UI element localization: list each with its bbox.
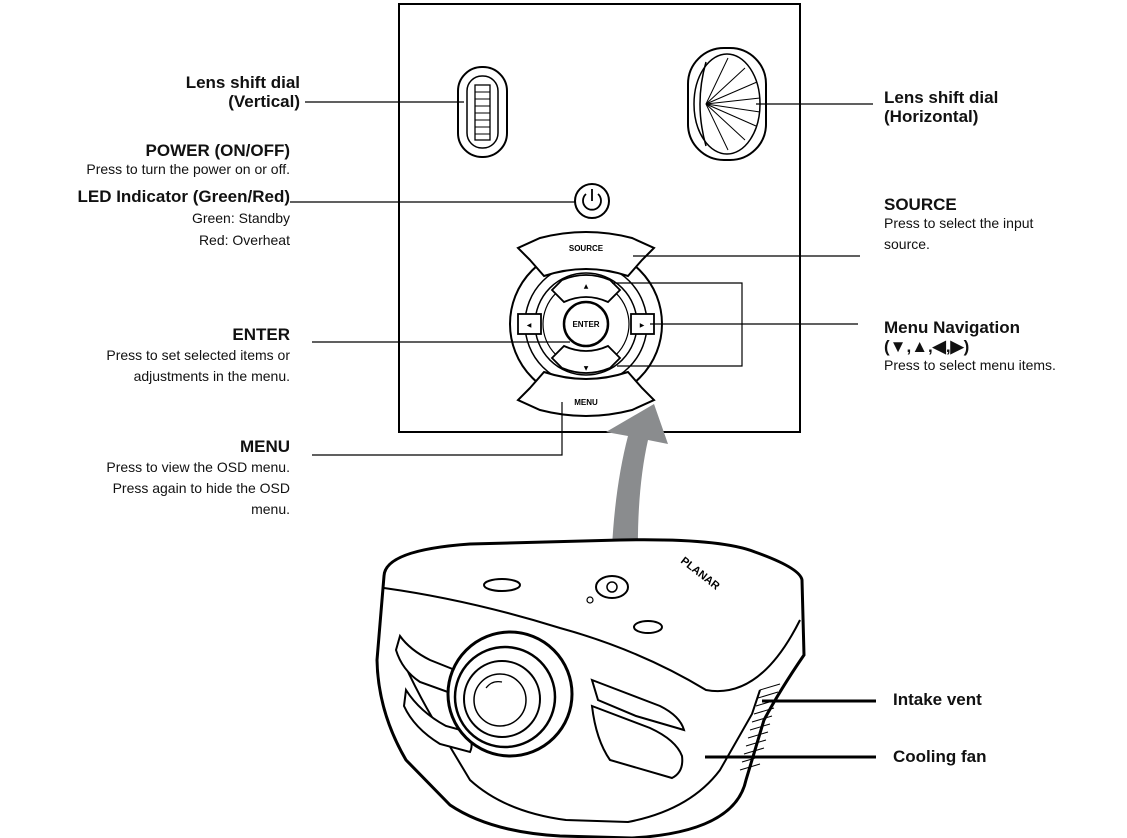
intake-title: Intake vent — [893, 690, 982, 709]
led-title: LED Indicator (Green/Red) — [77, 187, 290, 206]
nav-title-1: Menu Navigation — [884, 318, 1021, 337]
right-key-glyph: ▶ — [640, 322, 645, 329]
power-title: POWER (ON/OFF) — [145, 141, 290, 160]
source-key-label: SOURCE — [569, 244, 604, 253]
menu-description-3: menu. — [251, 501, 290, 517]
label-led-indicator: LED Indicator (Green/Red) Green: Standby… — [0, 187, 290, 250]
lens-horizontal-title-2: (Horizontal) — [884, 107, 979, 126]
enter-title: ENTER — [232, 325, 290, 344]
label-cooling-fan: Cooling fan — [893, 747, 1093, 766]
leader-lines-bottom — [705, 699, 876, 759]
label-source: SOURCE Press to select the input source. — [884, 195, 1124, 254]
source-title: SOURCE — [884, 195, 957, 214]
enter-key[interactable]: ENTER — [562, 300, 610, 348]
enter-key-label: ENTER — [572, 320, 599, 329]
source-description-2: source. — [884, 236, 930, 252]
menu-description-2: Press again to hide the OSD — [112, 480, 290, 496]
projector-top-knob — [633, 620, 663, 634]
enter-description-2: adjustments in the menu. — [133, 368, 290, 384]
led-green-state: Green: Standby — [191, 210, 290, 226]
projector-body — [375, 538, 806, 838]
lens-shift-vertical-dial[interactable] — [457, 66, 508, 158]
label-intake-vent: Intake vent — [893, 690, 1093, 709]
down-key[interactable]: ▼ — [550, 344, 622, 374]
label-lens-shift-vertical: Lens shift dial (Vertical) — [60, 73, 300, 111]
source-key[interactable]: SOURCE — [516, 231, 656, 278]
lens-horizontal-title-1: Lens shift dial — [884, 88, 999, 107]
down-key-glyph: ▼ — [584, 365, 589, 372]
up-key-glyph: ▲ — [584, 283, 589, 290]
lens-vertical-title-2: (Vertical) — [228, 92, 300, 111]
projector-top-dial — [483, 578, 521, 592]
fan-title: Cooling fan — [893, 747, 987, 766]
power-description: Press to turn the power on or off. — [86, 161, 290, 177]
leader-menu — [312, 402, 563, 456]
menu-key-label: MENU — [574, 398, 598, 407]
label-lens-shift-horizontal: Lens shift dial (Horizontal) — [884, 88, 1124, 126]
nav-title-2: (▼,▲,◀,▶) — [884, 337, 970, 356]
nav-description: Press to select menu items. — [884, 357, 1056, 373]
source-description-1: Press to select the input — [884, 215, 1034, 231]
enter-description-1: Press to set selected items or — [106, 347, 290, 363]
lens-shift-horizontal-dial[interactable] — [687, 47, 767, 161]
label-menu: MENU Press to view the OSD menu. Press a… — [20, 437, 290, 519]
leader-lines — [290, 101, 873, 456]
label-enter: ENTER Press to set selected items or adj… — [20, 325, 290, 386]
menu-title: MENU — [239, 437, 290, 456]
left-key-glyph: ◀ — [527, 322, 532, 329]
led-red-state: Red: Overheat — [198, 232, 290, 248]
menu-description-1: Press to view the OSD menu. — [106, 459, 290, 475]
label-power: POWER (ON/OFF) Press to turn the power o… — [0, 141, 290, 179]
label-menu-navigation: Menu Navigation (▼,▲,◀,▶) Press to selec… — [884, 318, 1124, 375]
menu-key[interactable]: MENU — [516, 370, 656, 417]
power-button[interactable] — [574, 183, 610, 219]
left-key[interactable]: ◀ — [517, 313, 542, 335]
up-key[interactable]: ▲ — [550, 274, 622, 304]
lens-vertical-title-1: Lens shift dial — [185, 73, 300, 92]
